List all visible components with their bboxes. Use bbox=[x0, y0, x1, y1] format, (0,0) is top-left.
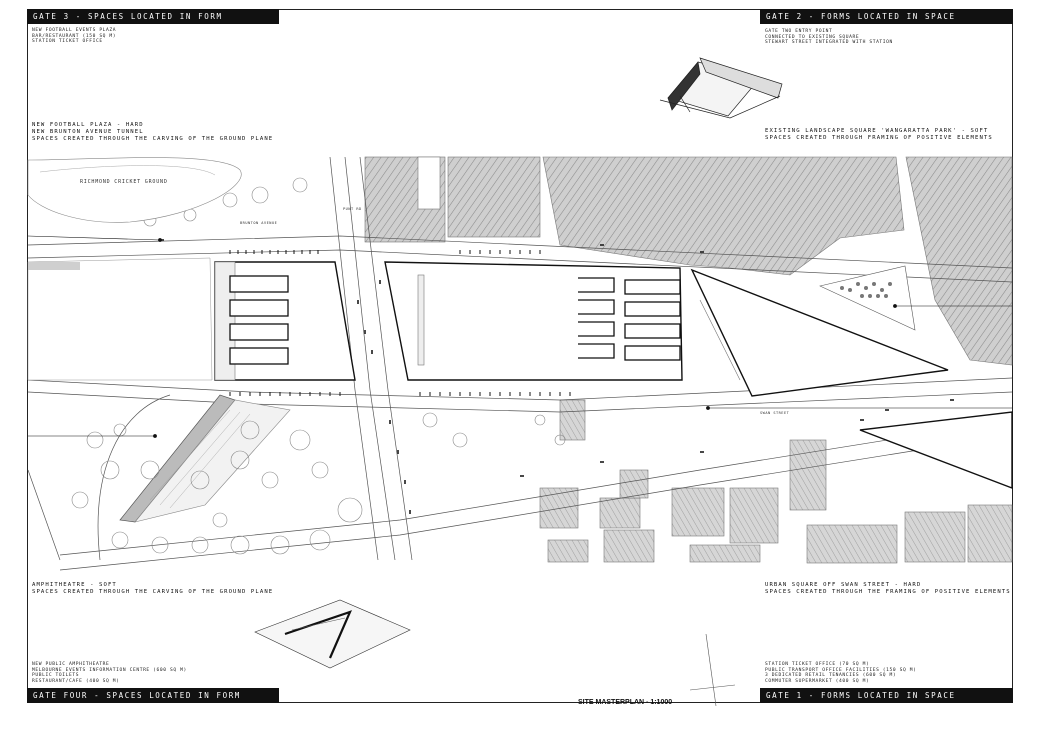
road-network bbox=[27, 156, 1013, 571]
gate-1-note: COMMUTER SUPERMARKET (400 SQ M) bbox=[765, 678, 870, 684]
gate-4-caption-line: SPACES CREATED THROUGH THE CARVING OF TH… bbox=[32, 589, 274, 596]
gate-1-wedge bbox=[859, 411, 1013, 490]
gate-3-caption-line: NEW BRUNTON AVENUE TUNNEL bbox=[32, 129, 144, 136]
gate-4-caption-line: AMPHITHEATRE - SOFT bbox=[32, 582, 117, 588]
gate-1-caption-line: SPACES CREATED THROUGH THE FRAMING OF PO… bbox=[765, 589, 1011, 596]
leader-lines bbox=[27, 235, 1012, 438]
gate-2-caption-line: EXISTING LANDSCAPE SQUARE 'WANGARATTA PA… bbox=[765, 128, 989, 134]
gate-1-note: PUBLIC TRANSPORT OFFICE FACILITIES (150 … bbox=[765, 667, 917, 673]
gate-4-title-bar: GATE FOUR - SPACES LOCATED IN FORM bbox=[27, 688, 279, 703]
amphitheatre-plaza bbox=[119, 394, 291, 523]
gate-2-note: CONNECTED TO EXISTING SQUARE bbox=[765, 34, 860, 40]
gate-1-note: 3 DEDICATED RETAIL TENANCIES (600 SQ M) bbox=[765, 673, 897, 679]
gate-2-title-bar: GATE 2 - FORMS LOCATED IN SPACE bbox=[760, 9, 1013, 24]
sheet-title: SITE MASTERPLAN - 1:1000 bbox=[578, 699, 673, 706]
gate-4-axonometric-sketch bbox=[254, 599, 411, 669]
cricket-ground-label: RICHMOND CRICKET GROUND bbox=[80, 179, 168, 185]
gate-2-note: STEWART STREET INTEGRATED WITH STATION bbox=[765, 40, 893, 46]
gate-3-note: BAR/RESTAURANT (150 SQ M) bbox=[32, 33, 117, 39]
lower-city-blocks bbox=[539, 399, 1013, 564]
traffic-marks bbox=[160, 239, 954, 514]
punt-road-label: PUNT RD bbox=[343, 207, 362, 211]
gate-4-note: NEW PUBLIC AMPHITHEATRE bbox=[32, 662, 110, 667]
gate-3-note: NEW FOOTBALL EVENTS PLAZA bbox=[32, 28, 117, 33]
gate-4-note: PUBLIC TOILETS bbox=[32, 673, 80, 679]
trees bbox=[71, 177, 566, 555]
gate-2-axonometric-sketch bbox=[659, 57, 783, 119]
gate-2-caption: EXISTING LANDSCAPE SQUARE 'WANGARATTA PA… bbox=[765, 128, 993, 142]
gate-4-note: RESTAURANT/CAFE (400 SQ M) bbox=[32, 678, 120, 684]
station-platform-west bbox=[214, 261, 356, 381]
richmond-cricket-ground: RICHMOND CRICKET GROUND bbox=[27, 157, 242, 223]
upper-city-blocks bbox=[364, 156, 1013, 366]
platform-ticks bbox=[229, 250, 571, 396]
north-arrow bbox=[689, 633, 736, 707]
gate-3-title-bar: GATE 3 - SPACES LOCATED IN FORM bbox=[27, 9, 279, 24]
gate-1-caption-line: URBAN SQUARE OFF SWAN STREET - HARD bbox=[765, 582, 922, 588]
gate-2-note: GATE TWO ENTRY POINT bbox=[765, 29, 833, 34]
gate-1-notes: STATION TICKET OFFICE (70 SQ M)PUBLIC TR… bbox=[765, 662, 916, 684]
wangaratta-park bbox=[819, 265, 916, 331]
station-platform-east bbox=[384, 261, 683, 381]
brunton-avenue-label: BRUNTON AVENUE bbox=[240, 221, 277, 225]
west-station-edge bbox=[27, 257, 213, 381]
swan-street-label: SWAN STREET bbox=[760, 411, 790, 415]
gate-2-triangle bbox=[690, 268, 949, 397]
gate-3-caption-line: NEW FOOTBALL PLAZA - HARD bbox=[32, 122, 144, 128]
gate-4-note: MELBOURNE EVENTS INFORMATION CENTRE (600… bbox=[32, 667, 187, 673]
gate-2-caption-line: SPACES CREATED THROUGH FRAMING OF POSITI… bbox=[765, 135, 993, 142]
gate-3-note: STATION TICKET OFFICE bbox=[32, 39, 103, 45]
gate-1-note: STATION TICKET OFFICE (70 SQ M) bbox=[765, 662, 870, 667]
gate-1-title-bar: GATE 1 - FORMS LOCATED IN SPACE bbox=[760, 688, 1013, 703]
gate-3-caption-line: SPACES CREATED THROUGH THE CARVING OF TH… bbox=[32, 136, 274, 143]
